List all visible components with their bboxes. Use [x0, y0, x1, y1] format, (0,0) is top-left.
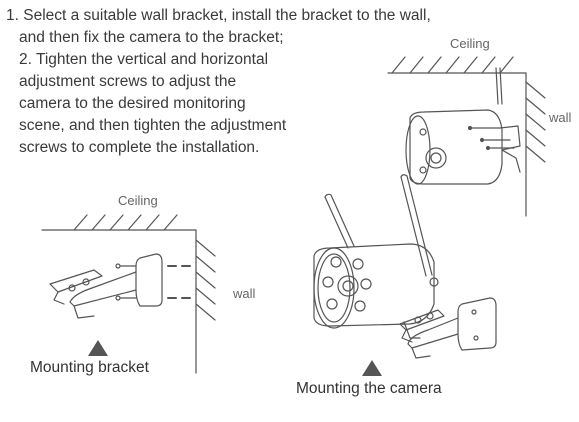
wall-label-left: wall	[233, 286, 256, 301]
instruction-line-7: screws to complete the installation.	[19, 139, 260, 156]
camera-bracket-drawing	[399, 297, 497, 359]
instruction-line-5: camera to the desired monitoring	[19, 95, 246, 112]
camera-small-mounted	[405, 67, 521, 185]
triangle-up-icon	[362, 360, 382, 376]
camera-large-drawing	[313, 174, 439, 339]
instruction-line-4: adjustment screws to adjust the	[19, 73, 237, 90]
instruction-line-1: 1. Select a suitable wall bracket, insta…	[6, 7, 431, 24]
ceiling-label-left: Ceiling	[118, 193, 158, 208]
ceiling-wall-corner-top	[387, 56, 546, 217]
instruction-line-3: 2. Tighten the vertical and horizontal	[19, 51, 269, 68]
caption-mounting-bracket: Mounting bracket	[30, 359, 149, 376]
instruction-line-6: scene, and then tighten the adjustment	[19, 117, 287, 134]
triangle-up-icon	[88, 340, 108, 356]
ceiling-wall-corner-left	[41, 214, 216, 374]
mounting-bracket-drawing	[49, 253, 163, 319]
wall-label-top: wall	[549, 110, 572, 125]
ceiling-label-top: Ceiling	[450, 36, 490, 51]
screw-guide-dashes	[167, 265, 191, 299]
caption-mounting-camera: Mounting the camera	[296, 380, 442, 397]
instruction-line-2: and then fix the camera to the bracket;	[19, 29, 284, 46]
